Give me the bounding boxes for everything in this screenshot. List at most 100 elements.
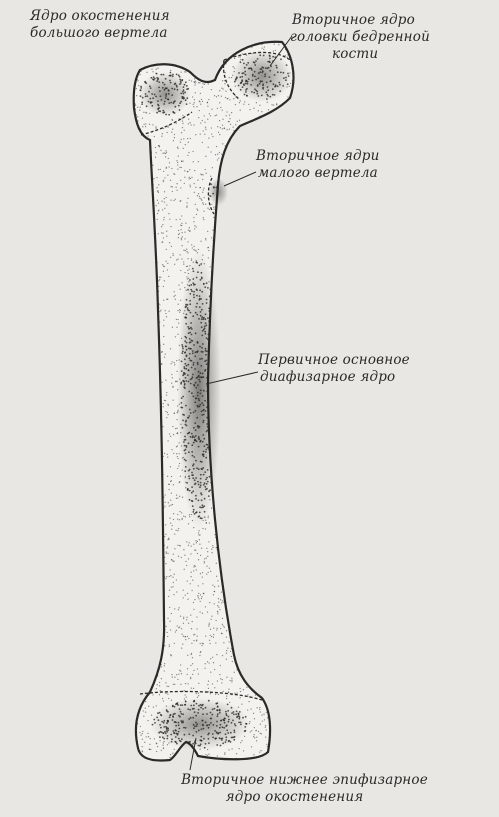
stipple-dot	[167, 454, 168, 455]
stipple-dot	[200, 198, 201, 199]
stipple-dot	[176, 453, 177, 454]
stipple-dot	[172, 120, 173, 121]
stipple-dot	[179, 716, 181, 718]
stipple-dot	[186, 619, 187, 620]
stipple-dot	[248, 78, 250, 80]
stipple-dot	[183, 597, 184, 598]
stipple-dot	[165, 95, 167, 97]
stipple-dot	[170, 75, 172, 77]
stipple-dot	[177, 405, 178, 406]
stipple-dot	[196, 417, 198, 419]
stipple-dot	[231, 136, 232, 137]
stipple-dot	[191, 545, 192, 546]
stipple-dot	[179, 626, 180, 627]
stipple-dot	[161, 136, 162, 137]
stipple-dot	[247, 83, 249, 85]
stipple-dot	[174, 548, 175, 549]
stipple-dot	[214, 591, 215, 592]
stipple-dot	[266, 729, 267, 730]
stipple-dot	[188, 638, 189, 639]
stipple-dot	[145, 123, 146, 124]
stipple-dot	[201, 326, 203, 328]
stipple-dot	[175, 336, 176, 337]
stipple-dot	[166, 626, 167, 627]
stipple-dot	[184, 555, 185, 556]
stipple-dot	[200, 643, 201, 644]
stipple-dot	[152, 165, 153, 166]
stipple-dot	[167, 686, 168, 687]
stipple-dot	[254, 71, 256, 73]
stipple-dot	[181, 628, 182, 629]
stipple-dot	[156, 262, 157, 263]
stipple-dot	[177, 456, 178, 457]
stipple-dot	[191, 328, 193, 330]
stipple-dot	[240, 82, 242, 84]
stipple-dot	[202, 520, 203, 521]
stipple-dot	[216, 190, 218, 192]
stipple-dot	[178, 724, 180, 726]
stipple-dot	[224, 80, 225, 81]
stipple-dot	[140, 87, 142, 89]
stipple-dot	[162, 152, 163, 153]
stipple-dot	[214, 738, 216, 740]
stipple-dot	[283, 77, 285, 79]
stipple-dot	[192, 315, 194, 317]
stipple-dot	[171, 738, 173, 740]
stipple-dot	[183, 250, 184, 251]
stipple-dot	[193, 104, 194, 105]
stipple-dot	[181, 445, 182, 446]
stipple-dot	[195, 306, 197, 308]
stipple-dot	[195, 397, 197, 399]
stipple-dot	[203, 505, 205, 507]
stipple-dot	[160, 169, 161, 170]
stipple-dot	[229, 128, 230, 129]
stipple-dot	[180, 407, 182, 409]
stipple-dot	[185, 453, 187, 455]
stipple-dot	[196, 289, 198, 291]
stipple-dot	[187, 307, 189, 309]
stipple-dot	[172, 426, 173, 427]
stipple-dot	[186, 88, 188, 90]
stipple-dot	[256, 102, 257, 103]
stipple-dot	[163, 319, 164, 320]
stipple-dot	[182, 518, 183, 519]
stipple-dot	[161, 678, 162, 679]
stipple-dot	[222, 143, 223, 144]
stipple-dot	[223, 642, 224, 643]
stipple-dot	[158, 719, 160, 721]
stipple-dot	[221, 96, 222, 97]
stipple-dot	[195, 204, 196, 205]
stipple-dot	[164, 356, 165, 357]
stipple-dot	[151, 715, 152, 716]
stipple-dot	[223, 720, 225, 722]
stipple-dot	[225, 145, 226, 146]
stipple-dot	[164, 89, 166, 91]
stipple-dot	[171, 674, 172, 675]
stipple-dot	[183, 636, 184, 637]
stipple-dot	[193, 362, 195, 364]
stipple-dot	[251, 91, 253, 93]
stipple-dot	[185, 487, 186, 488]
label-distal-epiphyseal-nucleus: Вторичное нижнее эпифизарное ядро окосте…	[0, 772, 499, 806]
stipple-dot	[255, 79, 257, 81]
stipple-dot	[235, 96, 236, 97]
stipple-dot	[287, 73, 289, 75]
stipple-dot	[201, 347, 203, 349]
stipple-dot	[189, 285, 191, 287]
stipple-dot	[206, 724, 208, 726]
stipple-dot	[273, 104, 274, 105]
stipple-dot	[147, 720, 148, 721]
stipple-dot	[238, 85, 240, 87]
stipple-dot	[196, 303, 198, 305]
stipple-dot	[216, 114, 217, 115]
stipple-dot	[205, 479, 207, 481]
stipple-dot	[168, 502, 169, 503]
stipple-dot	[208, 138, 209, 139]
stipple-dot	[188, 417, 190, 419]
stipple-dot	[231, 77, 232, 78]
stipple-dot	[269, 58, 271, 60]
stipple-dot	[145, 96, 147, 98]
stipple-dot	[189, 268, 190, 269]
stipple-dot	[181, 402, 183, 404]
stipple-dot	[210, 482, 212, 484]
